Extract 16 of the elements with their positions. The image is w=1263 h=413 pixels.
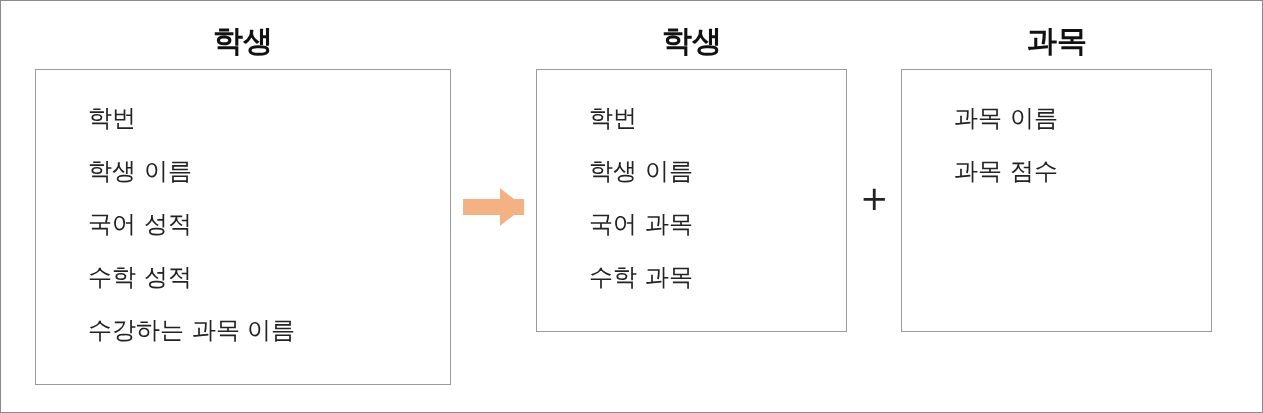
field-text: 국어 성적 — [88, 209, 192, 239]
field-text: 수학 성적 — [88, 262, 192, 292]
field-text: 학생 이름 — [589, 156, 693, 186]
field-text: 학생 이름 — [88, 156, 192, 186]
field-text: 과목 이름 — [954, 103, 1058, 133]
field-text: 학번 — [589, 103, 637, 133]
arrow — [463, 188, 524, 226]
field-text: 국어 과목 — [589, 209, 693, 239]
field-text: 과목 점수 — [954, 156, 1058, 186]
table-title: 학생 — [212, 22, 274, 60]
field-text: 학번 — [88, 103, 136, 133]
field-text: 수강하는 과목 이름 — [88, 315, 296, 345]
plus-sign: + — [860, 178, 889, 218]
table-title: 학생 — [660, 22, 723, 60]
field-text: 수학 과목 — [589, 262, 693, 292]
table-title: 과목 — [1025, 22, 1088, 60]
